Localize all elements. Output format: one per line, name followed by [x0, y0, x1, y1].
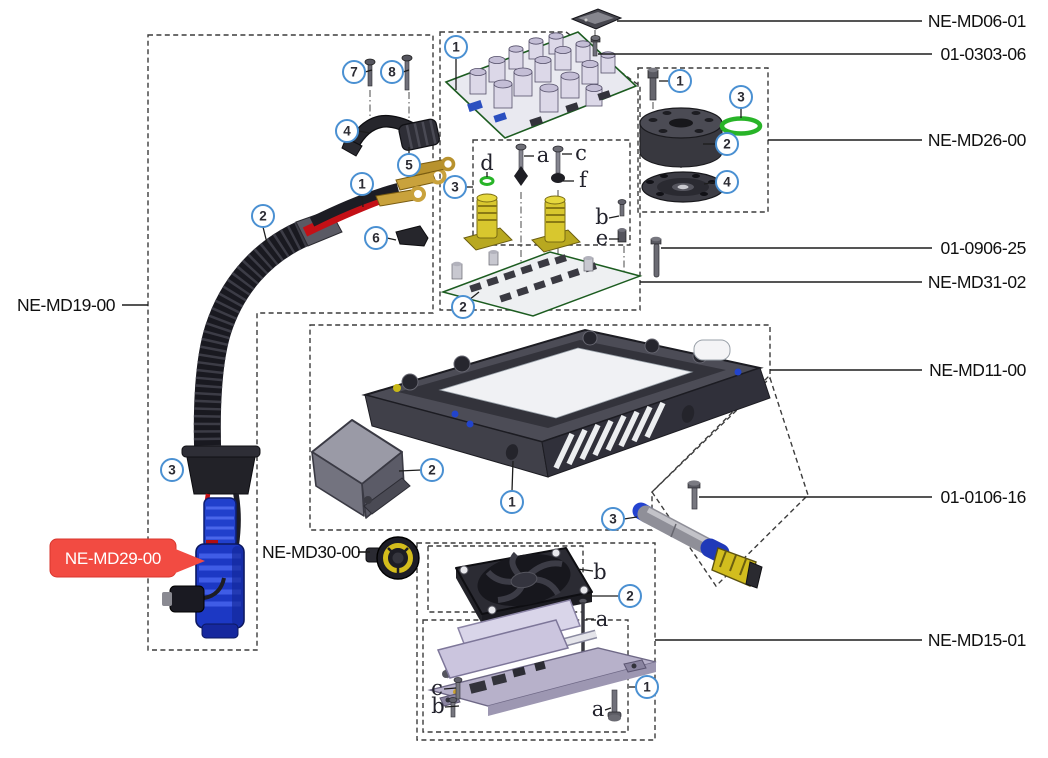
svg-text:2: 2 — [459, 300, 467, 315]
svg-text:3: 3 — [168, 463, 176, 478]
callout-housing-tube: 3 — [601, 507, 625, 531]
driver-board-bottom-illustration — [440, 250, 643, 317]
callout-fan-group: 2 — [618, 584, 642, 608]
connector-blue-illustration — [162, 497, 245, 639]
callout-housing-tray: 1 — [500, 490, 524, 514]
highlight-flag-ne-md29-00: NE-MD29-00 — [49, 538, 205, 578]
label-ne-md06-01: NE-MD06-01 — [928, 11, 1026, 31]
label-ne-md15-01: NE-MD15-01 — [928, 630, 1026, 650]
part-number-labels: NE-MD06-01 01-0303-06 NE-MD26-00 01-0906… — [17, 11, 1027, 650]
svg-text:2: 2 — [626, 589, 634, 604]
callout-cable-conduit: 2 — [251, 204, 275, 228]
letter-standoff-grommet: f — [579, 168, 589, 192]
callout-coupling-disc: 2 — [715, 132, 739, 156]
box-cable-assembly — [147, 34, 434, 651]
label-ne-md26-00: NE-MD26-00 — [928, 130, 1027, 150]
callout-cable-clip: 6 — [364, 226, 388, 250]
label-ne-md11-00: NE-MD11-00 — [929, 360, 1026, 380]
cable-clip-illustration — [395, 225, 429, 247]
capacitor-icon — [469, 32, 616, 113]
screw-0906-illustration — [650, 236, 662, 278]
housing-tray-illustration — [361, 328, 771, 478]
svg-text:7: 7 — [350, 65, 358, 80]
svg-text:1: 1 — [358, 177, 366, 192]
sensor-knob-illustration — [365, 536, 420, 580]
callout-housing-cover: 2 — [420, 458, 444, 482]
letter-standoff-oring: d — [480, 151, 493, 175]
svg-text:3: 3 — [737, 90, 745, 105]
heatsink-illustration — [427, 599, 657, 716]
cable-boot-illustration — [185, 451, 257, 495]
svg-text:2: 2 — [723, 137, 731, 152]
callout-bubbles: 1 7 8 4 5 1 2 6 — [160, 35, 753, 699]
leader-lines — [122, 20, 932, 641]
fan-rod-illustration — [578, 598, 588, 656]
screw-0303-illustration — [590, 35, 601, 57]
oring-green-icon — [719, 116, 763, 136]
letter-fan-rod: a — [596, 607, 609, 631]
letter-standoff-screw-left: a — [537, 143, 550, 167]
svg-text:3: 3 — [609, 512, 617, 527]
callout-standoff-group: 3 — [443, 175, 467, 199]
label-ne-md19-00: NE-MD19-00 — [17, 295, 116, 315]
label-ne-md29-00: NE-MD29-00 — [65, 549, 161, 568]
svg-text:2: 2 — [428, 463, 436, 478]
controller-board-top-illustration — [444, 31, 638, 139]
callout-clamp-sleeve: 5 — [397, 153, 421, 177]
letter-side-screw-top: b — [595, 205, 608, 229]
callout-cable-boot: 3 — [160, 458, 184, 482]
screw-0106-illustration — [687, 480, 701, 510]
callout-coupling-flange: 4 — [715, 170, 739, 194]
cover-plate-illustration — [570, 8, 623, 30]
letter-fan-screw: b — [593, 560, 606, 584]
label-01-0906-25: 01-0906-25 — [940, 238, 1026, 258]
label-ne-md31-02: NE-MD31-02 — [928, 272, 1026, 292]
svg-text:1: 1 — [508, 495, 516, 510]
shaft-tube-illustration — [632, 502, 763, 589]
fastener-letters: d a c f b e b a c b a — [431, 141, 609, 721]
callout-board-top: 1 — [444, 35, 468, 59]
power-cable-illustration — [162, 156, 456, 639]
callout-stub-lines — [262, 58, 742, 711]
flag-arrow-icon — [173, 548, 205, 574]
box-controller-boards — [439, 31, 641, 311]
heatsink-screws-illustration — [448, 677, 622, 722]
svg-text:5: 5 — [405, 158, 413, 173]
svg-text:6: 6 — [372, 231, 380, 246]
oring-small-green-icon — [479, 176, 495, 186]
svg-text:1: 1 — [676, 74, 684, 89]
callout-coupling-screw: 1 — [668, 69, 692, 93]
callout-cable-terminals: 1 — [350, 172, 374, 196]
svg-text:1: 1 — [452, 40, 460, 55]
ring-terminal-icon — [375, 156, 456, 207]
svg-text:4: 4 — [723, 175, 731, 190]
callout-coupling-oring: 3 — [729, 85, 753, 109]
svg-text:8: 8 — [388, 65, 396, 80]
letter-side-screw-bottom: e — [596, 226, 608, 250]
clamp-group-illustration — [341, 54, 440, 157]
letter-heatsink-b: b — [431, 694, 444, 718]
standoff-group-illustration — [463, 143, 627, 253]
svg-text:1: 1 — [643, 680, 651, 695]
label-01-0303-06: 01-0303-06 — [940, 44, 1026, 64]
callout-clamp-screw-long: 8 — [380, 60, 404, 84]
svg-text:3: 3 — [451, 180, 459, 195]
label-ne-md30-00: NE-MD30-00 — [262, 542, 361, 562]
svg-text:2: 2 — [259, 209, 267, 224]
callout-clamp: 4 — [335, 119, 359, 143]
box-cooling-outer — [416, 542, 656, 741]
callout-heatsink-group: 1 — [635, 675, 659, 699]
callout-clamp-screw-short: 7 — [342, 60, 366, 84]
vent-slots — [553, 401, 666, 470]
label-01-0106-16: 01-0106-16 — [940, 487, 1026, 507]
coupling-group-illustration — [639, 67, 763, 203]
letter-heatsink-c: c — [431, 676, 443, 700]
housing-cover-illustration — [311, 419, 411, 519]
letter-standoff-screw-right: c — [575, 141, 587, 165]
svg-text:4: 4 — [343, 124, 351, 139]
callout-board-bottom: 2 — [451, 295, 475, 319]
box-tube-screw — [651, 376, 809, 588]
letter-heatsink-a: a — [592, 697, 605, 721]
